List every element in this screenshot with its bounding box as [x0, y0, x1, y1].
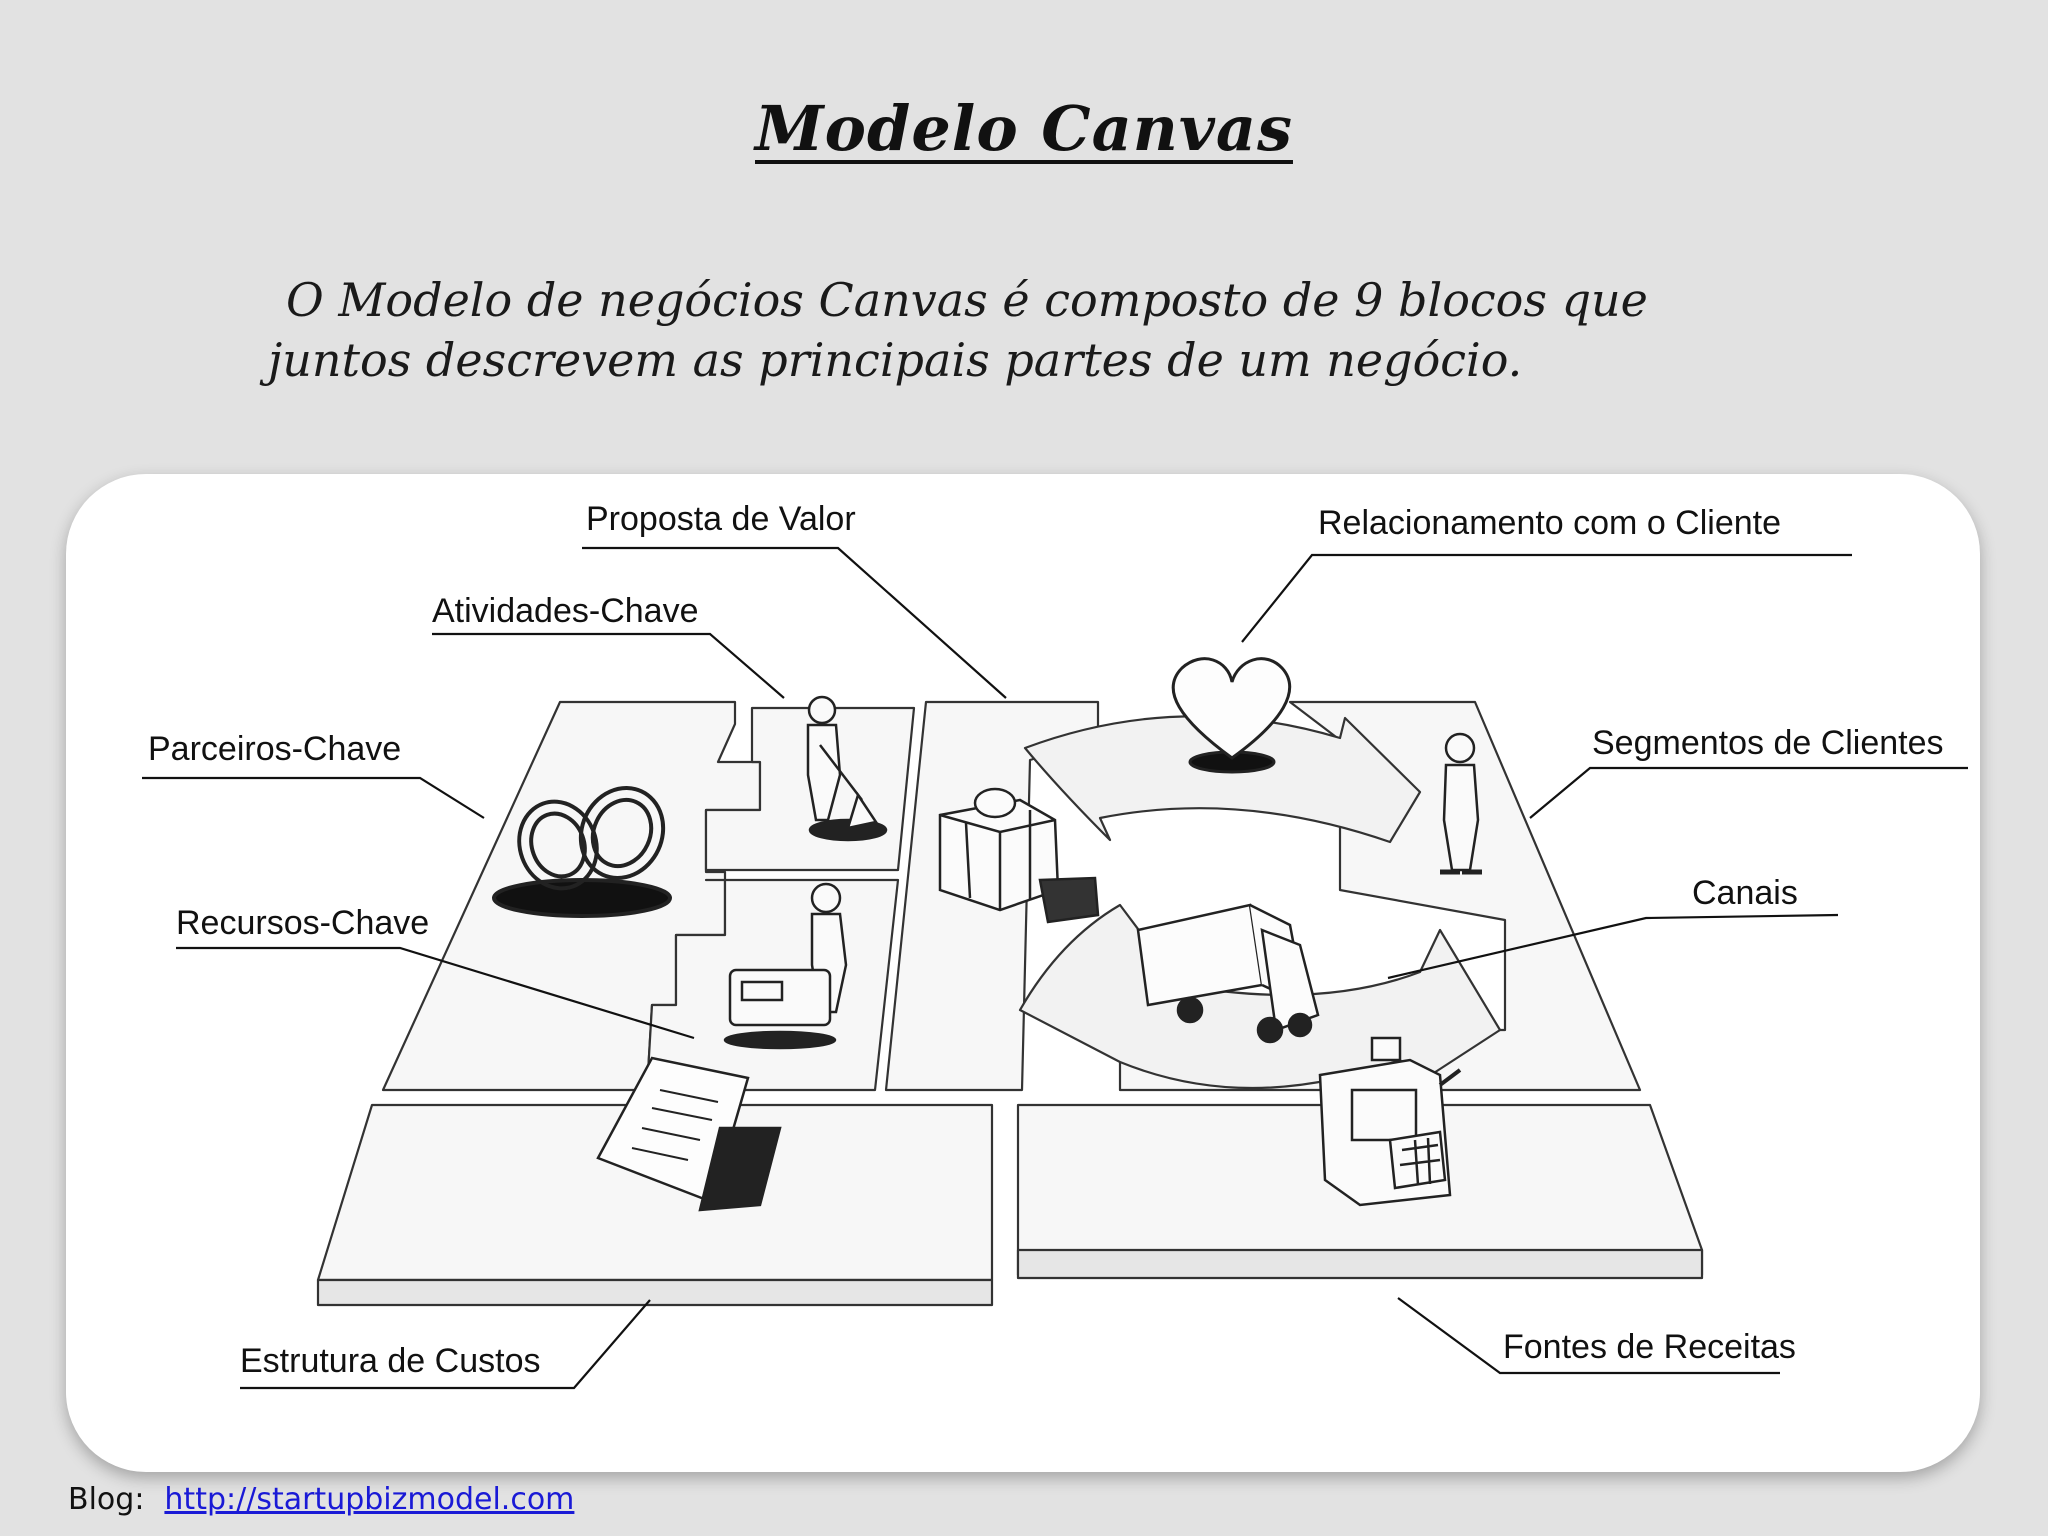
heart-icon [1171, 657, 1292, 774]
customer-person-icon [1440, 732, 1482, 875]
label-parceiros-chave: Parceiros-Chave [148, 730, 402, 768]
slide-subtitle: O Modelo de negócios Canvas é composto d… [268, 270, 1828, 390]
leader-parceiros [142, 776, 485, 819]
leader-recursos [176, 946, 695, 1040]
leader-proposta [582, 546, 1007, 699]
footer: Blog: http://startupbizmodel.com [68, 1482, 574, 1517]
leader-atividades [432, 632, 785, 699]
worker-machine-icon [723, 882, 848, 1050]
leader-custos [240, 1299, 651, 1390]
label-canais: Canais [1692, 874, 1798, 912]
cash-register-icon [1318, 1036, 1462, 1207]
leader-receitas [1397, 1297, 1780, 1375]
invoice-document-icon [596, 1056, 782, 1212]
rings-icon [492, 786, 672, 918]
gift-box-icon [938, 787, 1100, 924]
label-proposta-valor: Proposta de Valor [586, 500, 856, 538]
subtitle-line-1: O Modelo de negócios Canvas é composto d… [286, 273, 1648, 327]
worker-digging-icon [806, 695, 888, 842]
label-recursos-chave: Recursos-Chave [176, 904, 430, 942]
footer-blog-link[interactable]: http://startupbizmodel.com [164, 1482, 575, 1517]
slide-title: Modelo Canvas [755, 92, 1293, 165]
subtitle-line-2: juntos descrevem as principais partes de… [268, 333, 1523, 387]
arrow-upper [1023, 715, 1422, 844]
leader-canais [1387, 913, 1839, 980]
label-relacionamento-cliente: Relacionamento com o Cliente [1318, 504, 1782, 542]
label-estrutura-custos: Estrutura de Custos [240, 1342, 541, 1380]
label-segmentos-clientes: Segmentos de Clientes [1592, 724, 1944, 762]
leader-relacionamento [1241, 553, 1852, 643]
footer-blog-label: Blog: [68, 1482, 145, 1517]
truck-icon [1136, 903, 1320, 1044]
label-fontes-receitas: Fontes de Receitas [1503, 1328, 1796, 1366]
leader-segmentos [1529, 766, 1968, 819]
label-atividades-chave: Atividades-Chave [432, 592, 699, 630]
